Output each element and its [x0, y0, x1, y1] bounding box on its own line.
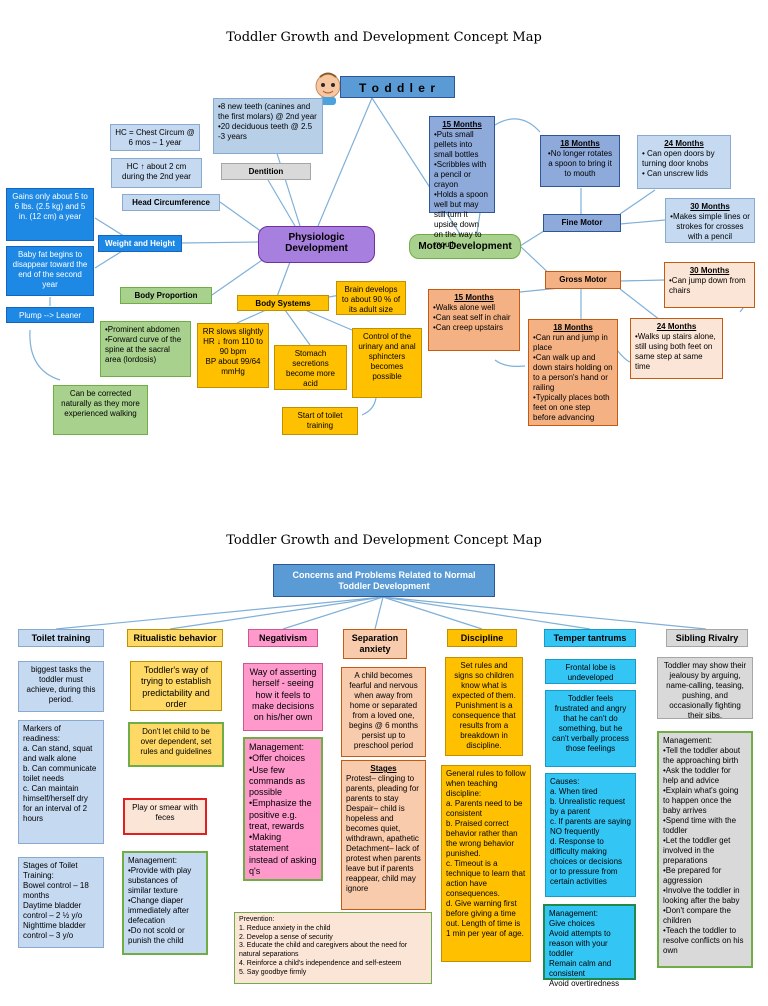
- sep-stages: Stages Protest– clinging to parents, ple…: [341, 760, 426, 910]
- fine-30-title: 30 Months: [690, 202, 730, 211]
- dentition-text: •8 new teeth (canines and the first mola…: [213, 98, 323, 154]
- gross-15-months: 15 Months •Walks alone well •Can seat se…: [428, 289, 520, 351]
- fine-18-text: •No longer rotates a spoon to bring it t…: [547, 149, 613, 178]
- weight-and-height: Weight and Height: [98, 235, 182, 252]
- hc-note: HC = Chest Circum @ 6 mos – 1 year: [110, 124, 200, 151]
- toilet-start-note: Start of toilet training: [282, 407, 358, 435]
- ritual-b1: Toddler's way of trying to establish pre…: [130, 661, 222, 711]
- prevention-box: Prevention: 1. Reduce anxiety in the chi…: [234, 912, 432, 984]
- temper-b2: Toddler feels frustrated and angry that …: [545, 690, 636, 767]
- vital-signs-note: RR slows slightly HR ↓ from 110 to 90 bp…: [197, 323, 269, 388]
- neg-b1: Way of asserting herself - seeing how it…: [243, 663, 323, 731]
- baby-icon: [310, 70, 346, 106]
- fine-24-months: 24 Months • Can open doors by turning do…: [637, 135, 731, 189]
- plump-leaner: Plump --> Leaner: [6, 307, 94, 323]
- physiologic-development: Physiologic Development: [258, 226, 375, 263]
- gross-24-title: 24 Months: [656, 322, 697, 331]
- fine-18-months: 18 Months •No longer rotates a spoon to …: [540, 135, 620, 187]
- toilet-readiness: Markers of readiness: a. Can stand, squa…: [18, 720, 104, 844]
- gross-motor: Gross Motor: [545, 271, 621, 289]
- concerns-root: Concerns and Problems Related to Normal …: [273, 564, 495, 597]
- temper-management: Management: Give choices Avoid attempts …: [543, 904, 636, 988]
- ritual-b2: Don't let child to be over dependent, se…: [128, 722, 224, 767]
- sep-b1: A child becomes fearful and nervous when…: [341, 667, 426, 757]
- gross-24-text: •Walks up stairs alone, still using both…: [635, 332, 716, 371]
- brain-note: Brain develops to about 90 % of its adul…: [336, 281, 406, 315]
- gross-15-text: •Walks alone well •Can seat self in chai…: [433, 303, 511, 332]
- sib-management: Management: •Tell the toddler about the …: [657, 731, 753, 968]
- fine-15-text: •Puts small pellets into small bottles •…: [434, 130, 488, 249]
- disc-b1: Set rules and signs so children know wha…: [445, 657, 523, 756]
- discipline-header: Discipline: [447, 629, 517, 647]
- toilet-stages: Stages of Toilet Training: Bowel control…: [18, 857, 104, 948]
- fine-24-title: 24 Months: [664, 139, 704, 148]
- disc-rules: General rules to follow when teaching di…: [441, 765, 531, 962]
- sphincter-note: Control of the urinary and anal sphincte…: [352, 328, 422, 398]
- sib-b1: Toddler may show their jealousy by argui…: [657, 657, 753, 720]
- hc-increase: HC ↑ about 2 cm during the 2nd year: [111, 158, 202, 188]
- gross-18-months: 18 Months •Can run and jump in place •Ca…: [528, 319, 618, 426]
- corrected-note: Can be corrected naturally as they more …: [53, 385, 148, 435]
- separation-header: Separation anxiety: [343, 629, 407, 659]
- gross-30-months: 30 Months •Can jump down from chairs: [664, 262, 755, 308]
- toddler-node: T o d d l e r: [340, 76, 455, 98]
- gross-30-text: •Can jump down from chairs: [669, 276, 746, 295]
- body-systems: Body Systems: [237, 295, 329, 311]
- sibling-header: Sibling Rivalry: [666, 629, 748, 647]
- body-proportion: Body Proportion: [120, 287, 212, 304]
- fine-30-text: •Makes simple lines or strokes for cross…: [670, 212, 750, 241]
- stomach-note: Stomach secretions become more acid: [274, 345, 347, 390]
- map2-title: Toddler Growth and Development Concept M…: [226, 533, 542, 548]
- temper-causes: Causes: a. When tired b. Unrealistic req…: [545, 773, 636, 897]
- fine-30-months: 30 Months •Makes simple lines or strokes…: [665, 198, 755, 243]
- map1-title: Toddler Growth and Development Concept M…: [226, 30, 542, 45]
- gross-15-title: 15 Months: [454, 293, 494, 302]
- sep-b1-text: A child becomes fearful and nervous when…: [348, 671, 419, 750]
- baby-fat-note: Baby fat begins to disappear toward the …: [6, 246, 94, 296]
- sep-stages-text: Protest– clinging to parents, pleading f…: [346, 774, 421, 893]
- ritual-management: Management: •Provide with play substance…: [122, 851, 208, 955]
- gross-18-text: •Can run and jump in place •Can walk up …: [533, 333, 613, 422]
- gross-24-months: 24 Months •Walks up stairs alone, still …: [630, 318, 723, 379]
- ritual-b3: Play or smear with feces: [123, 798, 207, 835]
- fine-15-months: 15 Months •Puts small pellets into small…: [429, 116, 495, 249]
- temper-b1: Frontal lobe is undeveloped: [545, 659, 636, 684]
- gains-note: Gains only about 5 to 6 lbs. (2.5 kg) an…: [6, 188, 94, 241]
- abdomen-note: •Prominent abdomen •Forward curve of the…: [100, 321, 191, 377]
- toilet-training-header: Toilet training: [18, 629, 104, 647]
- neg-management: Management: •Offer choices •Use few comm…: [243, 737, 323, 881]
- gross-30-title: 30 Months: [689, 266, 730, 275]
- gross-18-title: 18 Months: [553, 323, 593, 332]
- fine-motor: Fine Motor: [543, 214, 621, 232]
- sep-stages-title: Stages: [370, 764, 397, 773]
- dentition-label: Dentition: [221, 163, 311, 180]
- head-circumference: Head Circumference: [122, 194, 220, 211]
- fine-15-title: 15 Months: [442, 120, 482, 129]
- ritualistic-header: Ritualistic behavior: [127, 629, 223, 647]
- negativism-header: Negativism: [248, 629, 318, 647]
- tantrums-header: Temper tantrums: [544, 629, 636, 647]
- fine-18-title: 18 Months: [560, 139, 600, 148]
- toilet-b1: biggest tasks the toddler must achieve, …: [18, 661, 104, 712]
- fine-24-text: • Can open doors by turning door knobs •…: [642, 149, 715, 178]
- motor-development: Motor Development: [409, 234, 521, 259]
